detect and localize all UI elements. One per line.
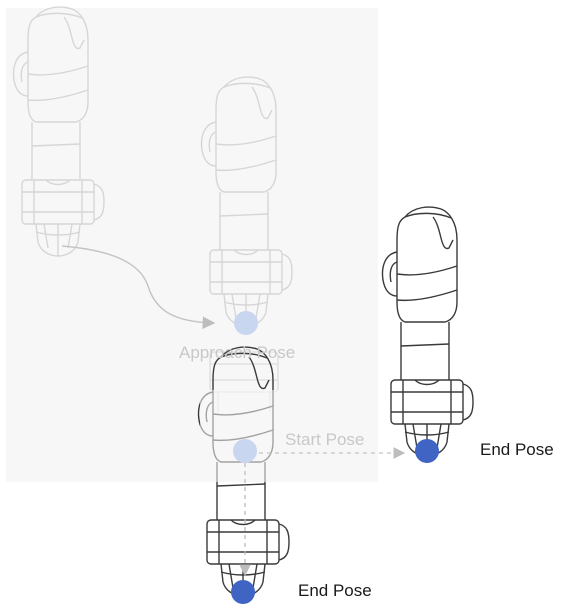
end-pose-label-bottom: End Pose — [298, 581, 372, 601]
end-pose-label-right: End Pose — [480, 440, 554, 460]
robot-right — [383, 207, 473, 456]
end-pose-marker-bottom — [231, 580, 255, 604]
start-pose-marker — [233, 439, 257, 463]
start-pose-label: Start Pose — [285, 430, 364, 450]
approach-pose-marker — [234, 311, 258, 335]
approach-pose-label: Approach Pose — [179, 343, 295, 363]
end-pose-marker-right — [415, 439, 439, 463]
